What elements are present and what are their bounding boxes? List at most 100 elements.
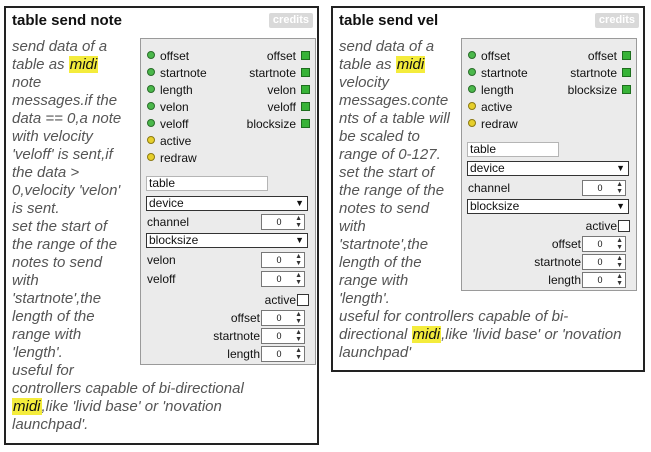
- description-segment: 0,velocity 'velon': [12, 182, 121, 199]
- description-line: the data >: [12, 164, 244, 182]
- description-segment: directional: [339, 326, 412, 343]
- inlet-offset[interactable]: offset: [468, 48, 510, 64]
- description-line: messages.conte: [339, 92, 621, 110]
- outlet-square-icon: [301, 51, 310, 60]
- highlighted-keyword: midi: [411, 326, 442, 343]
- channel-stepper[interactable]: 0▲▼: [261, 214, 305, 230]
- description-segment: nts of a table will: [339, 110, 450, 127]
- inlet-dot-icon: [147, 153, 155, 161]
- description-segment: 'length'.: [339, 290, 390, 307]
- length-label: length: [548, 273, 581, 287]
- description-segment: 'veloff' is sent,if: [12, 146, 113, 163]
- blocksize-dropdown[interactable]: blocksize▼: [146, 233, 308, 248]
- outlet-blocksize[interactable]: blocksize: [568, 82, 631, 98]
- outlet-square-icon: [622, 85, 631, 94]
- veloff-stepper[interactable]: 0▲▼: [261, 271, 305, 287]
- offset-label: offset: [230, 311, 260, 325]
- outlet-square-icon: [622, 51, 631, 60]
- velon-stepper[interactable]: 0▲▼: [261, 252, 305, 268]
- inlet-startnote[interactable]: startnote: [147, 65, 207, 81]
- credits-button[interactable]: credits: [268, 13, 313, 28]
- description-line: notes to send: [339, 200, 621, 218]
- inlet-dot-icon: [468, 119, 476, 127]
- channel-stepper[interactable]: 0▲▼: [582, 180, 626, 196]
- offset-label: offset: [551, 237, 581, 251]
- card-title: table send vel: [339, 12, 439, 29]
- offset-stepper[interactable]: 0▲▼: [261, 310, 305, 326]
- device-dropdown[interactable]: device▼: [467, 161, 629, 176]
- description-segment: with: [12, 272, 39, 289]
- description-line: range of 0-127.: [339, 146, 621, 164]
- card-title: table send note: [12, 12, 123, 29]
- inlet-redraw[interactable]: redraw: [468, 116, 518, 132]
- device-dropdown[interactable]: device▼: [146, 196, 308, 211]
- inlet-length[interactable]: length: [147, 82, 193, 98]
- description-line: 'startnote',the: [339, 236, 621, 254]
- inlet-velon[interactable]: velon: [147, 99, 189, 115]
- inlet-dot-icon: [147, 85, 155, 93]
- description-segment: messages.if the: [12, 92, 118, 109]
- outlet-velon[interactable]: velon: [267, 82, 310, 98]
- table-name-field[interactable]: table: [467, 142, 559, 157]
- description-line: range with: [339, 272, 621, 290]
- active-checkbox[interactable]: [618, 220, 630, 232]
- description-line: nts of a table will: [339, 110, 621, 128]
- length-stepper[interactable]: 0▲▼: [582, 272, 626, 288]
- description-line: send data of a: [339, 38, 621, 56]
- outlet-startnote[interactable]: startnote: [570, 65, 631, 81]
- up-down-arrows-icon: ▲▼: [295, 272, 302, 286]
- outlet-veloff[interactable]: veloff: [268, 99, 310, 115]
- credits-button[interactable]: credits: [594, 13, 639, 28]
- description-line: the range of the: [12, 236, 244, 254]
- offset-stepper[interactable]: 0▲▼: [582, 236, 626, 252]
- inlet-dot-icon: [147, 136, 155, 144]
- outlet-offset[interactable]: offset: [267, 48, 310, 64]
- description-line: with velocity: [12, 128, 244, 146]
- description-segment: 'length'.: [12, 344, 63, 361]
- outlet-startnote[interactable]: startnote: [249, 65, 310, 81]
- description-segment: set the start of: [12, 218, 108, 235]
- startnote-stepper[interactable]: 0▲▼: [582, 254, 626, 270]
- description-line: with: [12, 272, 244, 290]
- description-segment: with velocity: [12, 128, 93, 145]
- inlet-startnote[interactable]: startnote: [468, 65, 528, 81]
- description-line: the range of the: [339, 182, 621, 200]
- inlet-redraw[interactable]: redraw: [147, 150, 197, 166]
- length-stepper[interactable]: 0▲▼: [261, 346, 305, 362]
- up-down-arrows-icon: ▲▼: [295, 215, 302, 229]
- description-segment: the data >: [12, 164, 80, 181]
- description-line: 'veloff' is sent,if: [12, 146, 244, 164]
- up-down-arrows-icon: ▲▼: [616, 273, 623, 287]
- inlet-veloff[interactable]: veloff: [147, 116, 188, 132]
- active-checkbox[interactable]: [297, 294, 309, 306]
- outlet-blocksize[interactable]: blocksize: [247, 116, 310, 132]
- description-line: table as midi: [12, 56, 244, 74]
- table-name-field[interactable]: table: [146, 176, 268, 191]
- startnote-label: startnote: [534, 255, 581, 269]
- inlet-offset[interactable]: offset: [147, 48, 189, 64]
- description-segment: length of the: [12, 308, 95, 325]
- inlet-dot-icon: [468, 51, 476, 59]
- up-down-arrows-icon: ▲▼: [616, 237, 623, 251]
- description-segment: useful for: [12, 362, 74, 379]
- inlet-active[interactable]: active: [468, 99, 512, 115]
- description-segment: messages.conte: [339, 92, 449, 109]
- description-segment: 'startnote',the: [339, 236, 429, 253]
- description-segment: send data of a: [12, 38, 108, 55]
- description-line: set the start of: [12, 218, 244, 236]
- description-segment: set the start of: [339, 164, 435, 181]
- up-down-arrows-icon: ▲▼: [616, 181, 623, 195]
- outlet-offset[interactable]: offset: [588, 48, 631, 64]
- outlet-square-icon: [301, 102, 310, 111]
- description-line: send data of a: [12, 38, 244, 56]
- inlet-active[interactable]: active: [147, 133, 191, 149]
- description-line: 'length'.: [339, 290, 621, 308]
- highlighted-keyword: midi: [12, 398, 42, 415]
- blocksize-dropdown[interactable]: blocksize▼: [467, 199, 629, 214]
- inlet-length[interactable]: length: [468, 82, 514, 98]
- startnote-stepper[interactable]: 0▲▼: [261, 328, 305, 344]
- description-segment: launchpad'.: [12, 416, 89, 433]
- up-down-arrows-icon: ▲▼: [295, 253, 302, 267]
